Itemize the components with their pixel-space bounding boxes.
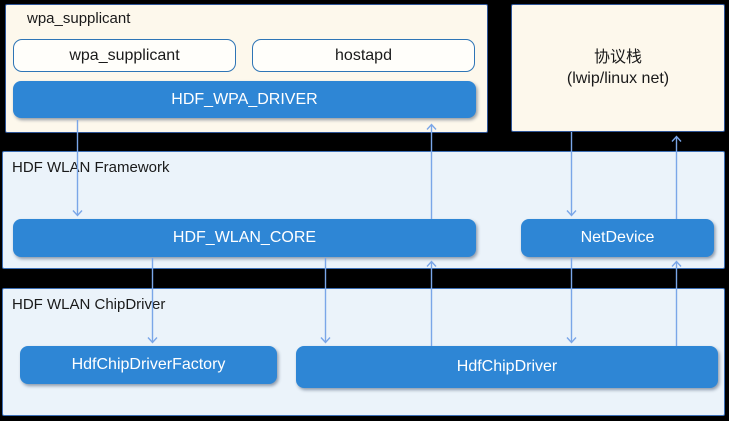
- hdf-wlan-chipdriver-title: HDF WLAN ChipDriver: [12, 296, 166, 313]
- hostapd-node: hostapd: [252, 39, 475, 72]
- protocol-stack-label-line1: 协议栈: [593, 49, 642, 66]
- protocol-stack-panel: 协议栈 (lwip/linux net): [511, 4, 725, 132]
- hdfchipdriver-node: HdfChipDriver: [296, 346, 718, 388]
- hdf-wpa-driver-node-label: HDF_WPA_DRIVER: [171, 90, 318, 108]
- hdf-wlan-core-node-label: HDF_WLAN_CORE: [172, 229, 317, 246]
- hdf-wlan-chipdriver-section: HDF WLAN ChipDriver HdfChipDriverFactory…: [2, 288, 725, 416]
- wpa-supplicant-panel: wpa_supplicant wpa_supplicant hostapd HD…: [5, 4, 488, 133]
- hostapd-node-label: hostapd: [335, 46, 392, 64]
- wpa-supplicant-panel-title: wpa_supplicant: [27, 10, 131, 27]
- hdfchipdriver-node-label: HdfChipDriver: [456, 358, 558, 375]
- hdf-wlan-framework-title: HDF WLAN Framework: [12, 159, 170, 176]
- wpa-supplicant-node: wpa_supplicant: [13, 39, 236, 72]
- hdf-wlan-core-node: HDF_WLAN_CORE: [13, 219, 476, 257]
- hdf-wpa-driver-node: HDF_WPA_DRIVER: [13, 81, 476, 118]
- netdevice-node: NetDevice: [521, 219, 714, 257]
- protocol-stack-label-line2: (lwip/linux net): [566, 70, 670, 87]
- wpa-supplicant-node-label: wpa_supplicant: [69, 46, 180, 64]
- netdevice-node-label: NetDevice: [580, 229, 655, 246]
- hdfchipdriverfactory-node-label: HdfChipDriverFactory: [71, 356, 226, 373]
- hdfchipdriverfactory-node: HdfChipDriverFactory: [20, 346, 277, 384]
- hdf-wlan-framework-section: HDF WLAN Framework HDF_WLAN_CORE NetDevi…: [2, 151, 725, 269]
